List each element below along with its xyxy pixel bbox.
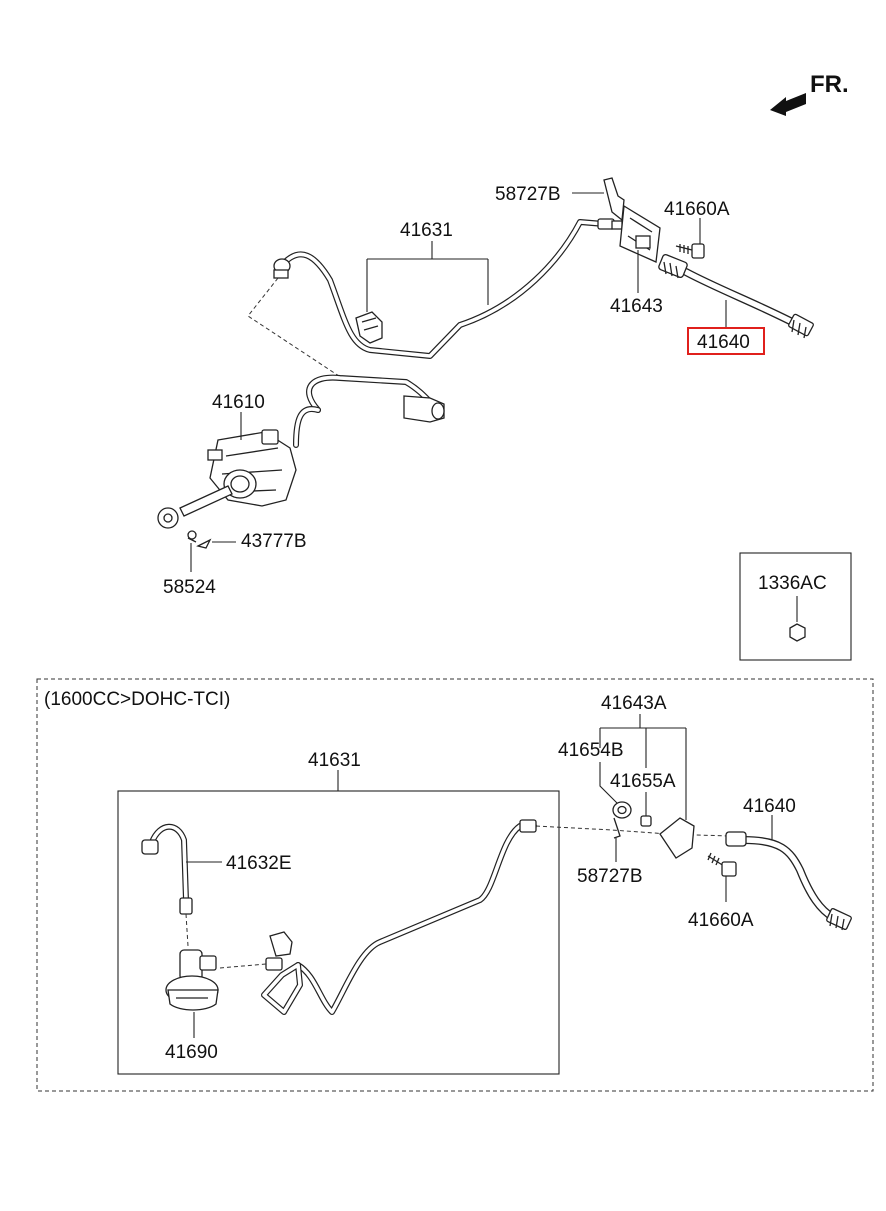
label-41640[interactable]: 41640 xyxy=(697,332,750,353)
label-41643A: 41643A xyxy=(601,693,667,714)
front-direction-indicator: FR. xyxy=(770,71,849,116)
label-41643: 41643 xyxy=(610,296,663,317)
clutch-hose-41640[interactable] xyxy=(658,253,814,339)
label-58727B: 58727B xyxy=(495,184,561,205)
clip-58727B[interactable] xyxy=(603,177,625,222)
nut-1336AC-box[interactable]: 1336AC xyxy=(739,552,852,661)
label-41610: 41610 xyxy=(212,392,265,413)
connection-dashed-line xyxy=(247,277,343,379)
tube-41632E[interactable] xyxy=(141,823,193,915)
leader-41654B xyxy=(599,762,619,805)
label-41632E: 41632E xyxy=(226,853,292,874)
label-58524: 58524 xyxy=(163,577,216,598)
highlight-box-41640 xyxy=(687,327,765,355)
label-1336AC: 1336AC xyxy=(758,573,827,594)
grommet-41654B[interactable] xyxy=(612,801,632,819)
variant-tube-41631[interactable] xyxy=(261,819,537,1015)
label-v41631: 41631 xyxy=(308,750,361,771)
reservoir-41690[interactable] xyxy=(165,949,219,1011)
variant-dashed-link-1 xyxy=(219,963,267,969)
upper-assembly: 58727B 41660A 41631 41643 41640 41610 43… xyxy=(157,177,814,598)
label-41654B: 41654B xyxy=(558,740,624,761)
variant-dashed-link-3 xyxy=(535,825,729,837)
variant-section: (1600CC>DOHC-TCI) 41631 41632E xyxy=(36,678,874,1092)
snap-pin-43777B[interactable] xyxy=(196,538,212,549)
label-41660A: 41660A xyxy=(664,199,730,220)
leader-41631 xyxy=(366,241,489,312)
label-43777B: 43777B xyxy=(241,531,307,552)
front-label: FR. xyxy=(810,71,849,98)
nut-icon xyxy=(789,623,806,642)
bracket-41643[interactable] xyxy=(619,204,661,263)
variant-dashed-link-2 xyxy=(185,913,189,947)
clutch-tube-41631[interactable] xyxy=(273,218,623,359)
front-arrow-icon xyxy=(770,93,806,116)
label-41655A: 41655A xyxy=(610,771,676,792)
bolt-41660A[interactable] xyxy=(675,243,705,259)
bushing-41655A[interactable] xyxy=(640,815,652,827)
variant-title: (1600CC>DOHC-TCI) xyxy=(44,689,230,710)
bolt-41660A-variant[interactable] xyxy=(707,852,737,877)
label-v58727B: 58727B xyxy=(577,866,643,887)
label-v41640[interactable]: 41640 xyxy=(743,796,796,817)
clutch-master-cylinder-41610[interactable] xyxy=(157,374,445,529)
clevis-pin-58524[interactable] xyxy=(187,530,197,543)
clip-58727B-variant[interactable] xyxy=(613,817,621,839)
label-v41660A: 41660A xyxy=(688,910,754,931)
clutch-hose-41640-variant[interactable] xyxy=(725,831,852,931)
bracket-41643A[interactable] xyxy=(659,817,695,859)
label-41690: 41690 xyxy=(165,1042,218,1063)
variant-dashed-frame xyxy=(36,678,874,1092)
tube-clip[interactable] xyxy=(355,311,383,344)
leader-41643A xyxy=(599,714,687,820)
variant-tube-clip[interactable] xyxy=(269,931,293,957)
label-41631: 41631 xyxy=(400,220,453,241)
